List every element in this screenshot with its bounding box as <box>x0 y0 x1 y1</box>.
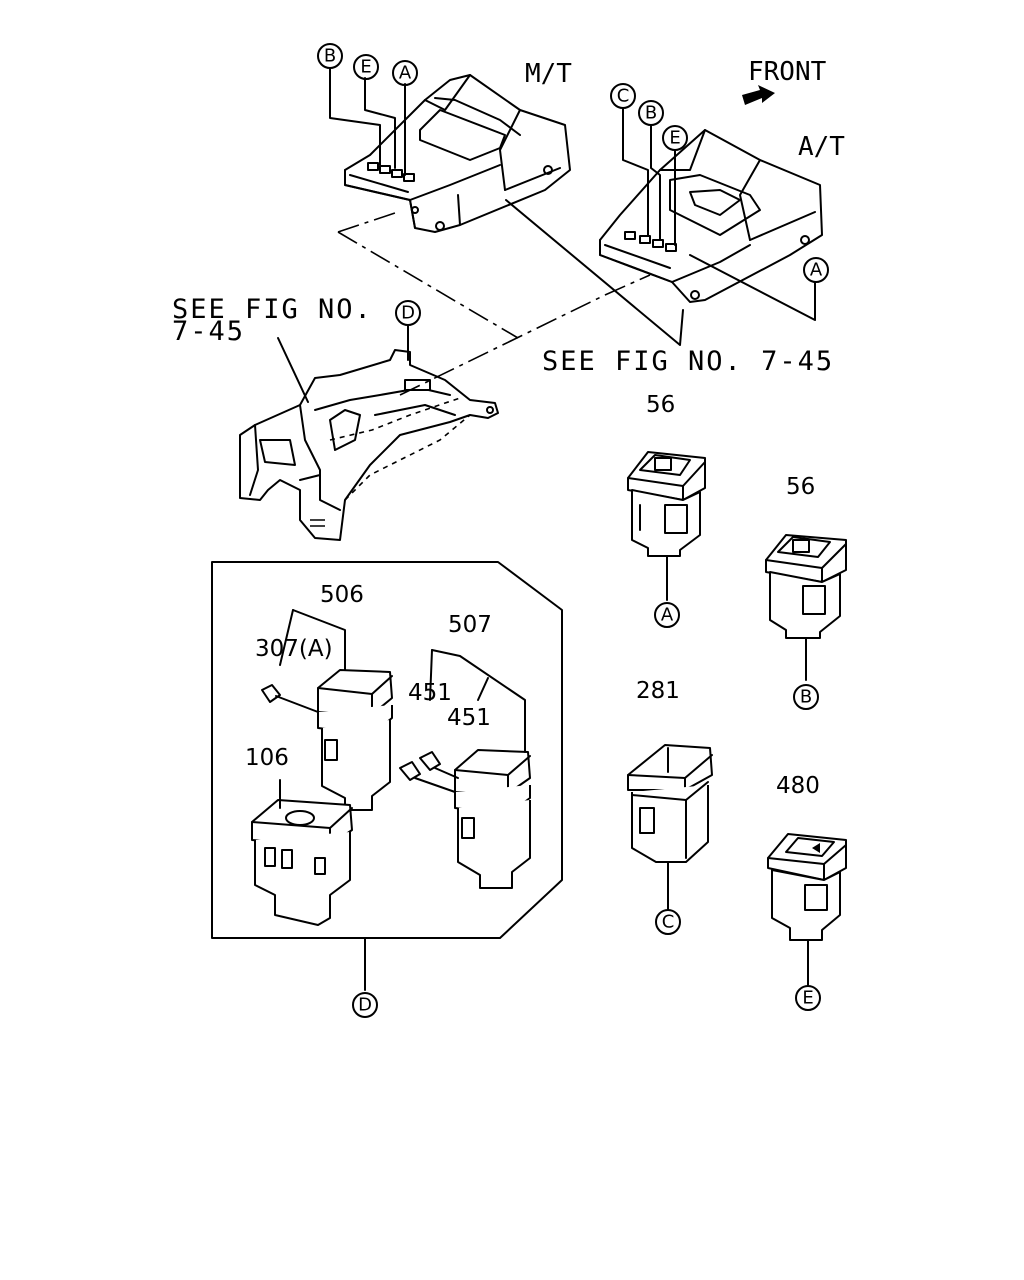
callout-letter: D <box>401 303 415 324</box>
callout-letter: E <box>360 57 371 78</box>
callout-e-switch: E <box>795 985 821 1011</box>
part-number-480: 480 <box>776 773 820 799</box>
mt-label: M/T <box>525 59 572 89</box>
see-fig-label-right: SEE FIG NO. 7-45 <box>542 346 834 377</box>
part-number-506: 506 <box>320 582 364 608</box>
see-fig-leader-right <box>505 199 684 346</box>
callout-d-bracket: D <box>395 300 421 326</box>
callout-letter: A <box>661 605 674 626</box>
callout-b-switch: B <box>793 684 819 710</box>
switch-281 <box>627 744 713 911</box>
see-fig-leader-left <box>277 337 309 403</box>
callout-c-switch: C <box>655 909 681 935</box>
part-number-281: 281 <box>636 678 680 704</box>
see-fig-label-left-2: 7-45 <box>172 316 245 347</box>
callout-letter: C <box>617 86 630 107</box>
callout-c-at: C <box>610 83 636 109</box>
front-arrow <box>742 85 775 105</box>
switch-480 <box>767 833 847 986</box>
front-label: FRONT <box>748 57 827 87</box>
switch-56-a <box>627 451 706 601</box>
part-number-56-a: 56 <box>646 392 675 418</box>
callout-letter: E <box>802 988 813 1009</box>
callout-letter: E <box>669 128 680 149</box>
callout-letter: A <box>810 260 823 281</box>
at-label: A/T <box>798 132 845 162</box>
callout-a-at: A <box>803 257 829 283</box>
switch-56-b <box>765 534 847 681</box>
at-console <box>599 107 823 321</box>
projection-lines <box>337 211 651 396</box>
callout-a-mt: A <box>392 60 418 86</box>
callout-a-switch: A <box>654 602 680 628</box>
part-number-451-2: 451 <box>447 705 491 731</box>
part-number-106: 106 <box>245 745 289 771</box>
part-number-307a: 307(A) <box>255 636 333 662</box>
callout-letter: B <box>324 46 336 67</box>
part-number-451-1: 451 <box>408 680 452 706</box>
callout-letter: D <box>358 995 372 1016</box>
detail-frame-d <box>211 561 563 991</box>
callout-letter: C <box>662 912 675 933</box>
callout-d-frame: D <box>352 992 378 1018</box>
mt-console <box>329 67 571 233</box>
callout-letter: B <box>645 103 657 124</box>
floor-bracket <box>239 349 499 541</box>
see-fig-label-left-1: SEE FIG NO. <box>172 294 373 325</box>
part-number-56-b: 56 <box>786 474 815 500</box>
callout-e-mt: E <box>353 54 379 80</box>
part-number-507: 507 <box>448 612 492 638</box>
callout-e-at: E <box>662 125 688 151</box>
callout-b-mt: B <box>317 43 343 69</box>
callout-letter: B <box>800 687 812 708</box>
callout-b-at: B <box>638 100 664 126</box>
callout-letter: A <box>399 63 412 84</box>
